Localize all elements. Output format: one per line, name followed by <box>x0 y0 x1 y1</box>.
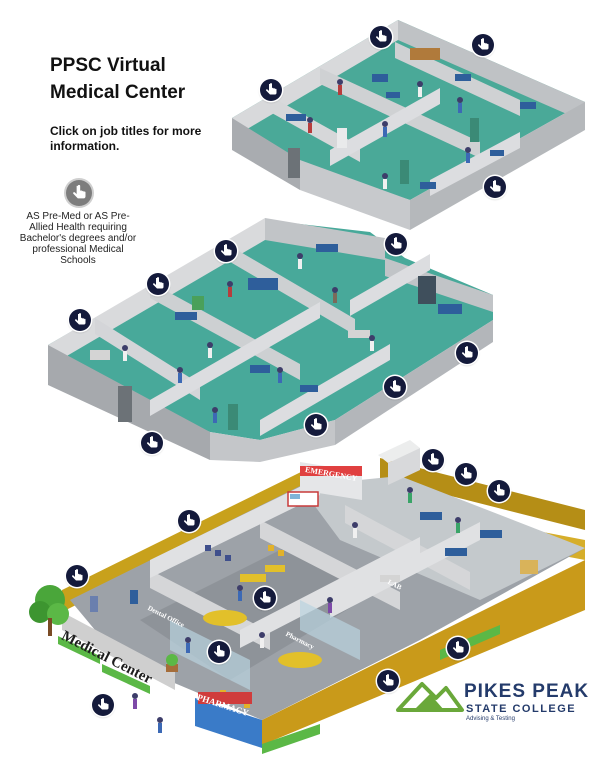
logo-line-3: Advising & Testing <box>466 716 515 722</box>
middle-floor-job-hotspot-2[interactable] <box>385 233 407 255</box>
ground-floor-job-hotspot-3[interactable] <box>488 480 510 502</box>
middle-floor-job-hotspot-4[interactable] <box>69 309 91 331</box>
pikes-peak-logo-mark <box>396 682 464 712</box>
ground-floor-job-hotspot-5[interactable] <box>66 565 88 587</box>
page-title: PPSC Virtual Medical Center <box>50 52 185 106</box>
ground-floor-job-hotspot-1[interactable] <box>422 449 444 471</box>
middle-floor-job-hotspot-7[interactable] <box>305 414 327 436</box>
ground-floor <box>29 440 585 754</box>
ground-floor-job-hotspot-2[interactable] <box>455 463 477 485</box>
ground-floor-job-hotspot-6[interactable] <box>254 587 276 609</box>
legend-text: AS Pre-Med or AS Pre-Allied Health requi… <box>19 211 137 266</box>
ground-floor-job-hotspot-10[interactable] <box>92 694 114 716</box>
middle-floor <box>48 218 493 462</box>
logo-line-1: PIKES PEAK <box>464 681 590 702</box>
title-line-1: PPSC Virtual <box>50 55 166 76</box>
middle-floor-job-hotspot-3[interactable] <box>147 273 169 295</box>
top-floor-job-hotspot-4[interactable] <box>484 176 506 198</box>
ground-floor-job-hotspot-8[interactable] <box>447 637 469 659</box>
logo-line-2: STATE COLLEGE <box>466 703 577 715</box>
middle-floor-job-hotspot-6[interactable] <box>384 376 406 398</box>
ground-floor-job-hotspot-7[interactable] <box>208 641 230 663</box>
middle-floor-job-hotspot-5[interactable] <box>456 342 478 364</box>
middle-floor-job-hotspot-1[interactable] <box>215 240 237 262</box>
pointer-hand-icon <box>66 180 92 206</box>
instructions-text: Click on job titles for more information… <box>50 124 202 153</box>
top-floor-job-hotspot-1[interactable] <box>370 26 392 48</box>
ground-floor-job-hotspot-9[interactable] <box>377 670 399 692</box>
middle-floor-job-hotspot-8[interactable] <box>141 432 163 454</box>
top-floor-job-hotspot-3[interactable] <box>260 79 282 101</box>
title-line-2: Medical Center <box>50 82 186 103</box>
top-floor <box>232 20 585 230</box>
top-floor-job-hotspot-2[interactable] <box>472 34 494 56</box>
ground-floor-job-hotspot-4[interactable] <box>178 510 200 532</box>
